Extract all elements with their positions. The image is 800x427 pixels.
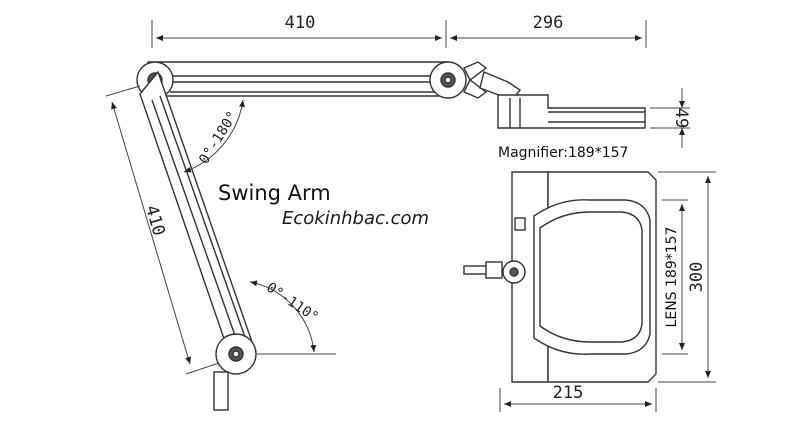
- dim-housing-width: 215: [553, 383, 584, 403]
- top-dimension-lines: [151, 20, 647, 48]
- lens-dimension: [662, 199, 688, 355]
- upper-right-joint: [429, 61, 488, 99]
- watermark: Ecokinhbac.com: [282, 208, 429, 229]
- housing-height-dimension: [658, 171, 716, 383]
- dim-arm-lower: 410: [141, 203, 169, 238]
- head-height-dimension: [650, 88, 690, 148]
- upper-arm: [147, 61, 449, 97]
- dim-head-height: 49: [671, 108, 691, 128]
- dim-head-length: 296: [533, 13, 564, 33]
- mounting-post: [213, 371, 229, 411]
- lower-angle-arc: [249, 280, 336, 355]
- housing-width-dimension: [499, 388, 657, 412]
- lens-label: LENS 189*157: [664, 227, 680, 328]
- swing-arm-label: Swing Arm: [218, 181, 331, 205]
- upper-angle-label: 0°-180°: [196, 109, 241, 168]
- dim-arm-upper: 410: [285, 13, 316, 33]
- base-joint: [215, 333, 257, 375]
- lower-arm-dimension: [105, 85, 223, 375]
- lower-angle-label: 0°-110°: [263, 280, 321, 326]
- lens-housing: [511, 171, 657, 383]
- magnifier-label: Magnifier:189*157: [498, 145, 628, 161]
- lamp-head-side-view: [497, 94, 646, 129]
- dim-housing-height: 300: [687, 262, 707, 293]
- lens-knob: [463, 260, 526, 284]
- upper-angle-arc: [183, 99, 245, 173]
